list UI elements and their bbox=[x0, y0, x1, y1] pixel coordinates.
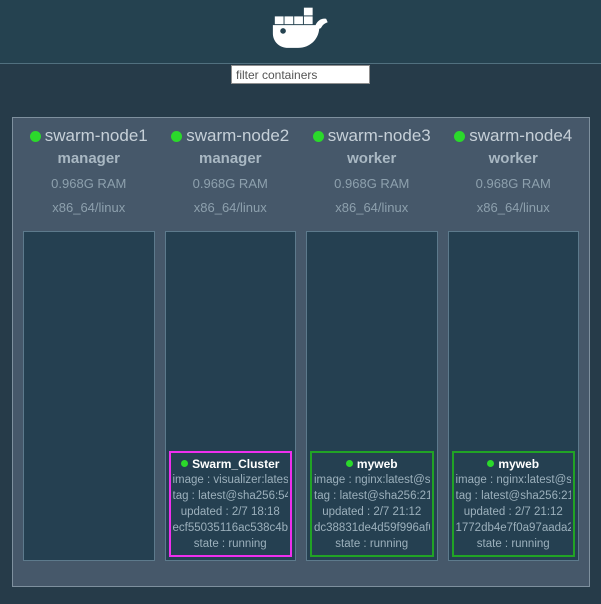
node-column: swarm-node2 manager 0.968G RAM x86_64/linux… bbox=[164, 118, 297, 586]
task-title-row: myweb bbox=[314, 455, 430, 472]
task-title-row: Swarm_Cluster bbox=[173, 455, 289, 472]
task-line: state : running bbox=[476, 538, 550, 550]
task-line: tag : latest@sha256:21f3 bbox=[314, 490, 430, 502]
node-name: swarm-node1 bbox=[44, 126, 148, 145]
docker-whale-icon bbox=[269, 4, 333, 59]
node-name: swarm-node4 bbox=[469, 126, 573, 145]
node-ram: 0.968G RAM bbox=[475, 176, 551, 191]
node-name: swarm-node3 bbox=[327, 126, 431, 145]
tasks-panel: myweb image : nginx:latest@sha tag : lates… bbox=[447, 231, 579, 561]
task-line: dc38831de4d59f996af09 bbox=[314, 522, 430, 534]
node-header: swarm-node3 worker 0.968G RAM x86_64/linux bbox=[306, 118, 438, 231]
task-status-icon bbox=[181, 460, 189, 467]
node-role: manager bbox=[57, 150, 121, 167]
node-platform: x86_64/linux bbox=[335, 200, 409, 215]
task-line: image : nginx:latest@sha bbox=[455, 474, 572, 486]
node-name: swarm-node2 bbox=[186, 126, 290, 145]
node-platform: x86_64/linux bbox=[193, 200, 267, 215]
node-header: swarm-node2 manager 0.968G RAM x86_64/linux bbox=[165, 118, 297, 231]
node-ram: 0.968G RAM bbox=[334, 176, 410, 191]
filter-bar bbox=[0, 65, 601, 84]
task-title-row: myweb bbox=[456, 455, 572, 472]
task-name: myweb bbox=[356, 456, 398, 471]
node-header: swarm-node1 manager 0.968G RAM x86_64/linux bbox=[23, 118, 155, 231]
tasks-panel bbox=[23, 231, 155, 561]
task-status-icon bbox=[487, 460, 495, 467]
nodes-panel: swarm-node1 manager 0.968G RAM x86_64/linux… bbox=[12, 117, 590, 587]
tasks-panel: myweb image : nginx:latest@sha tag : lates… bbox=[306, 231, 438, 561]
task-line: 1772db4e7f0a97aada21 bbox=[455, 522, 572, 534]
node-name-row: swarm-node3 bbox=[306, 126, 438, 146]
task-card: myweb image : nginx:latest@sha tag : lates… bbox=[310, 451, 434, 557]
node-name-row: swarm-node1 bbox=[23, 126, 155, 146]
filter-containers-input[interactable] bbox=[231, 65, 370, 84]
node-name-row: swarm-node4 bbox=[448, 126, 580, 146]
task-line: updated : 2/7 18:18 bbox=[180, 506, 280, 518]
task-line: ecf55035116ac538c4b01 bbox=[172, 522, 289, 534]
node-platform: x86_64/linux bbox=[476, 200, 550, 215]
task-name: myweb bbox=[498, 456, 540, 471]
task-line: tag : latest@sha256:54d6 bbox=[172, 490, 289, 502]
node-ram: 0.968G RAM bbox=[192, 176, 268, 191]
task-name: Swarm_Cluster bbox=[192, 456, 280, 471]
app-header bbox=[0, 0, 601, 64]
node-name-row: swarm-node2 bbox=[165, 126, 297, 146]
task-line: updated : 2/7 21:12 bbox=[322, 506, 422, 518]
node-ram: 0.968G RAM bbox=[51, 176, 127, 191]
node-header: swarm-node4 worker 0.968G RAM x86_64/linux bbox=[448, 118, 580, 231]
node-role: worker bbox=[347, 150, 397, 167]
node-status-icon bbox=[312, 130, 324, 142]
node-role: manager bbox=[198, 150, 262, 167]
node-status-icon bbox=[29, 130, 41, 142]
node-role: worker bbox=[488, 150, 538, 167]
task-status-icon bbox=[345, 460, 353, 467]
task-line: state : running bbox=[193, 538, 267, 550]
task-line: updated : 2/7 21:12 bbox=[463, 506, 563, 518]
task-line: image : nginx:latest@sha bbox=[314, 474, 430, 486]
node-status-icon bbox=[454, 130, 466, 142]
node-column: swarm-node1 manager 0.968G RAM x86_64/linux bbox=[23, 118, 155, 586]
task-line: state : running bbox=[335, 538, 409, 550]
task-card: myweb image : nginx:latest@sha tag : lates… bbox=[451, 451, 575, 557]
task-line: tag : latest@sha256:21f3 bbox=[455, 490, 572, 502]
task-line: image : visualizer:latest@ bbox=[172, 474, 289, 486]
node-platform: x86_64/linux bbox=[52, 200, 126, 215]
node-status-icon bbox=[171, 130, 183, 142]
